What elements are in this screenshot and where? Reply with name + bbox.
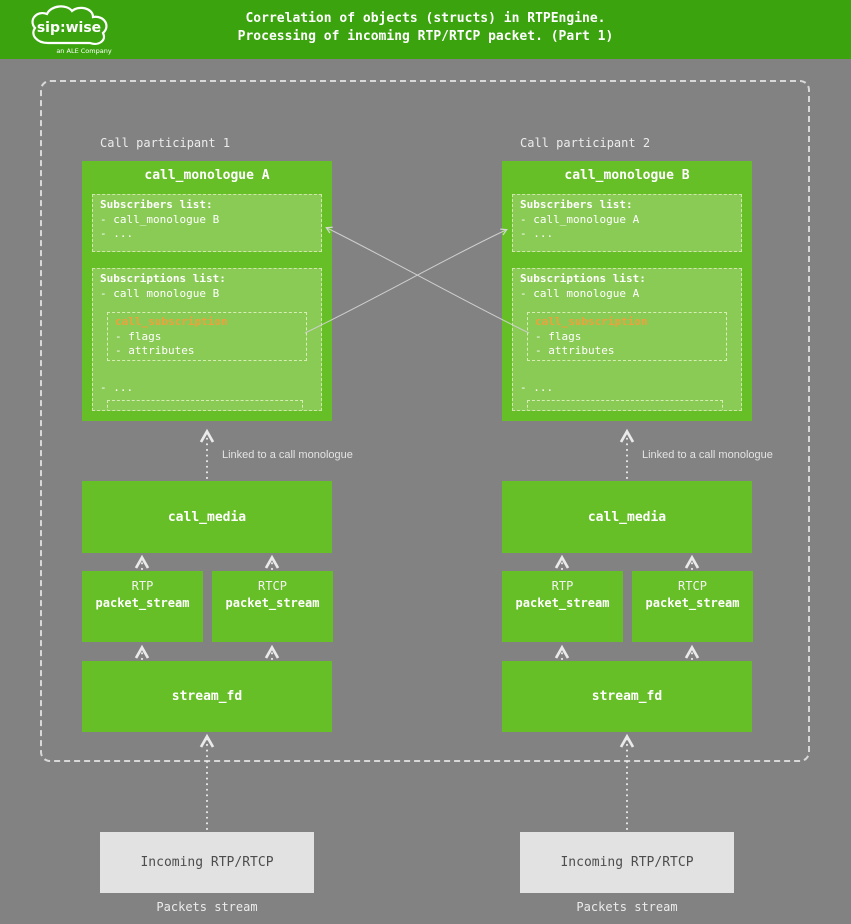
stream-fd-title: stream_fd [171,689,243,704]
subscriptions-more: - ... [100,381,134,394]
call-subscription-box: call_subscription - flags - attributes [107,312,307,361]
packet-stream-title: packet_stream [95,596,190,610]
participant-1-column: Call participant 1 call_monologue A Subs… [82,0,353,924]
sipwise-logo: sip:wise an ALE Company [26,3,126,61]
call-subscription-partial-box [527,400,723,410]
call-media-box: call_media [502,481,752,553]
stream-fd-box: stream_fd [82,661,332,732]
call-media-title: call_media [587,509,667,525]
linked-to-monologue-label: Linked to a call monologue [642,449,773,461]
call-media-title: call_media [167,509,247,525]
packet-stream-title: packet_stream [225,596,320,610]
packet-stream-title: packet_stream [645,596,740,610]
stream-fd-title: stream_fd [591,689,663,704]
call-monologue-a-title: call_monologue A [144,168,270,183]
packets-stream-label: Packets stream [156,900,258,914]
incoming-rtp-rtcp-box: Incoming RTP/RTCP [100,832,314,893]
participant-2-label: Call participant 2 [520,136,651,150]
call-subscription-title: call_subscription [535,315,648,328]
title-line-1: Correlation of objects (structs) in RTPE… [245,11,606,26]
sipwise-cloud-icon: sip:wise an ALE Company [31,5,112,55]
subscribers-title: Subscribers list: [520,198,633,211]
logo-tagline-text: an ALE Company [56,47,111,55]
rtpengine-scope-frame [40,80,810,762]
packet-stream-rtp-box: RTP packet_stream [502,571,623,642]
stream-fd-box: stream_fd [502,661,752,732]
subscribers-item: - call_monologue A [520,212,640,226]
subscriptions-list-box: Subscriptions list: - call monologue B c… [92,268,322,411]
call-subscription-box: call_subscription - flags - attributes [527,312,727,361]
call-subscription-title: call_subscription [115,315,228,328]
subscribers-title: Subscribers list: [100,198,213,211]
subscriptions-title: Subscriptions list: [520,272,646,285]
subscriptions-list-box: Subscriptions list: - call monologue A c… [512,268,742,411]
packet-stream-rtp-box: RTP packet_stream [82,571,203,642]
linked-to-monologue-label: Linked to a call monologue [222,449,353,461]
subscribers-item: - ... [520,227,554,240]
participant-1-label: Call participant 1 [100,136,231,150]
subscribers-list-box: Subscribers list: - call_monologue B - .… [92,194,322,252]
call-monologue-b-box: call_monologue B Subscribers list: - cal… [502,161,752,421]
call-subscription-flags: - flags [535,329,582,343]
participant-2-column: Call participant 2 call_monologue B Subs… [502,0,773,924]
call-subscription-partial-box [107,400,303,410]
rtp-label: RTP [551,579,574,593]
subscriptions-item: - call monologue A [520,286,640,300]
call-subscription-flags: - flags [115,329,162,343]
call-monologue-b-title: call_monologue B [564,168,690,183]
rtcp-label: RTCP [258,579,287,593]
subscribers-item: - ... [100,227,134,240]
incoming-label: Incoming RTP/RTCP [140,855,274,870]
incoming-rtp-rtcp-box: Incoming RTP/RTCP [520,832,734,893]
subscriptions-item: - call monologue B [100,286,220,300]
rtp-label: RTP [131,579,154,593]
subscribers-item: - call_monologue B [100,212,220,226]
header-bar: sip:wise an ALE Company Correlation of o… [0,0,851,59]
subscribers-list-box: Subscribers list: - call_monologue A - .… [512,194,742,252]
call-monologue-a-box: call_monologue A Subscribers list: - cal… [82,161,332,421]
subscriptions-more: - ... [520,381,554,394]
packet-stream-title: packet_stream [515,596,610,610]
page-title: Correlation of objects (structs) in RTPE… [0,10,851,46]
call-media-box: call_media [82,481,332,553]
title-line-2: Processing of incoming RTP/RTCP packet. … [237,29,614,44]
packets-stream-label: Packets stream [576,900,678,914]
subscriptions-title: Subscriptions list: [100,272,226,285]
rtcp-label: RTCP [678,579,707,593]
packet-stream-rtcp-box: RTCP packet_stream [212,571,333,642]
call-subscription-attributes: - attributes [535,344,615,357]
packet-stream-rtcp-box: RTCP packet_stream [632,571,753,642]
incoming-label: Incoming RTP/RTCP [560,855,694,870]
logo-brand-text: sip:wise [37,20,101,36]
call-subscription-attributes: - attributes [115,344,195,357]
